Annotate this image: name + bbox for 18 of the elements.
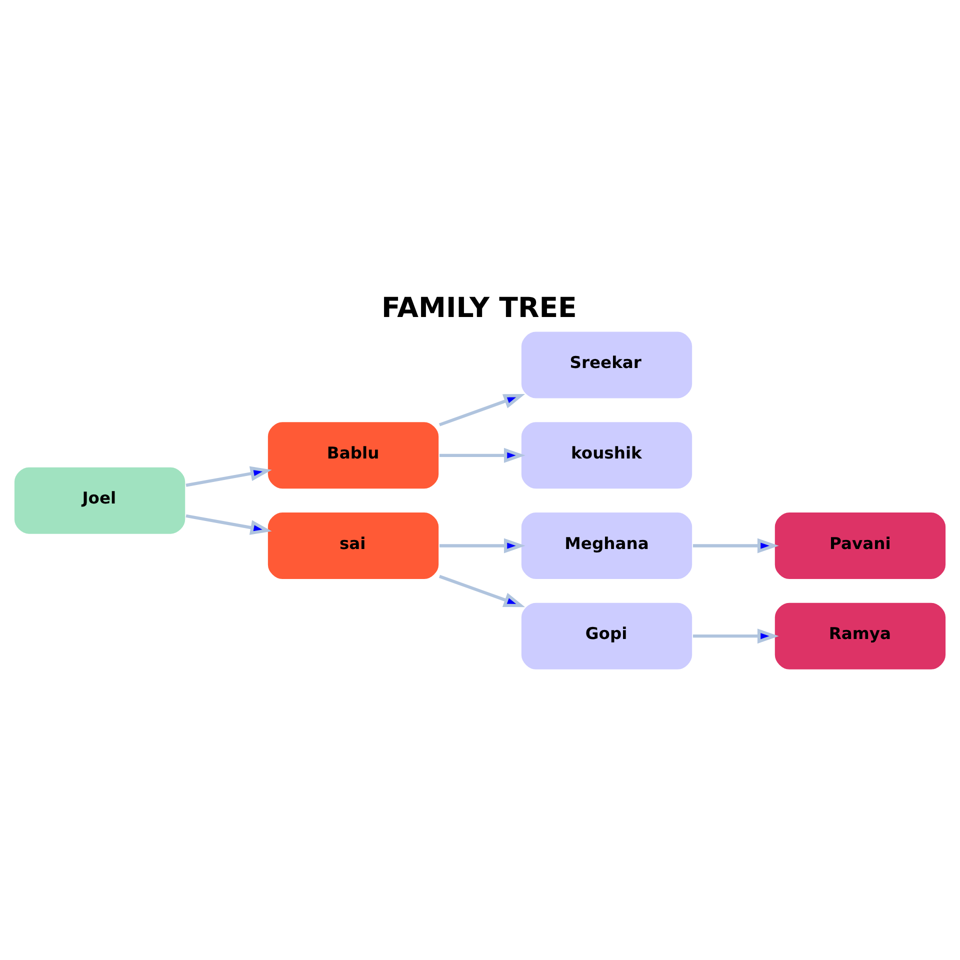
node-box: Gopi bbox=[520, 601, 694, 670]
arrow bbox=[186, 514, 272, 534]
node-box: koushik bbox=[520, 420, 694, 490]
node-box: Ramya bbox=[774, 601, 947, 670]
arrow bbox=[438, 574, 526, 607]
node-box: sai bbox=[266, 510, 440, 580]
node-box: Joel bbox=[13, 466, 186, 535]
node-box: Pavani bbox=[774, 510, 947, 580]
arrow bbox=[186, 466, 272, 486]
arrow bbox=[692, 538, 779, 553]
node-box: Meghana bbox=[520, 510, 694, 580]
arrow bbox=[692, 628, 779, 644]
arrow bbox=[439, 538, 526, 553]
diagram-title: FAMILY TREE bbox=[381, 290, 577, 324]
arrow bbox=[438, 394, 526, 426]
node-box: Sreekar bbox=[520, 330, 694, 400]
arrow bbox=[439, 447, 526, 462]
node-box: Bablu bbox=[266, 420, 440, 490]
